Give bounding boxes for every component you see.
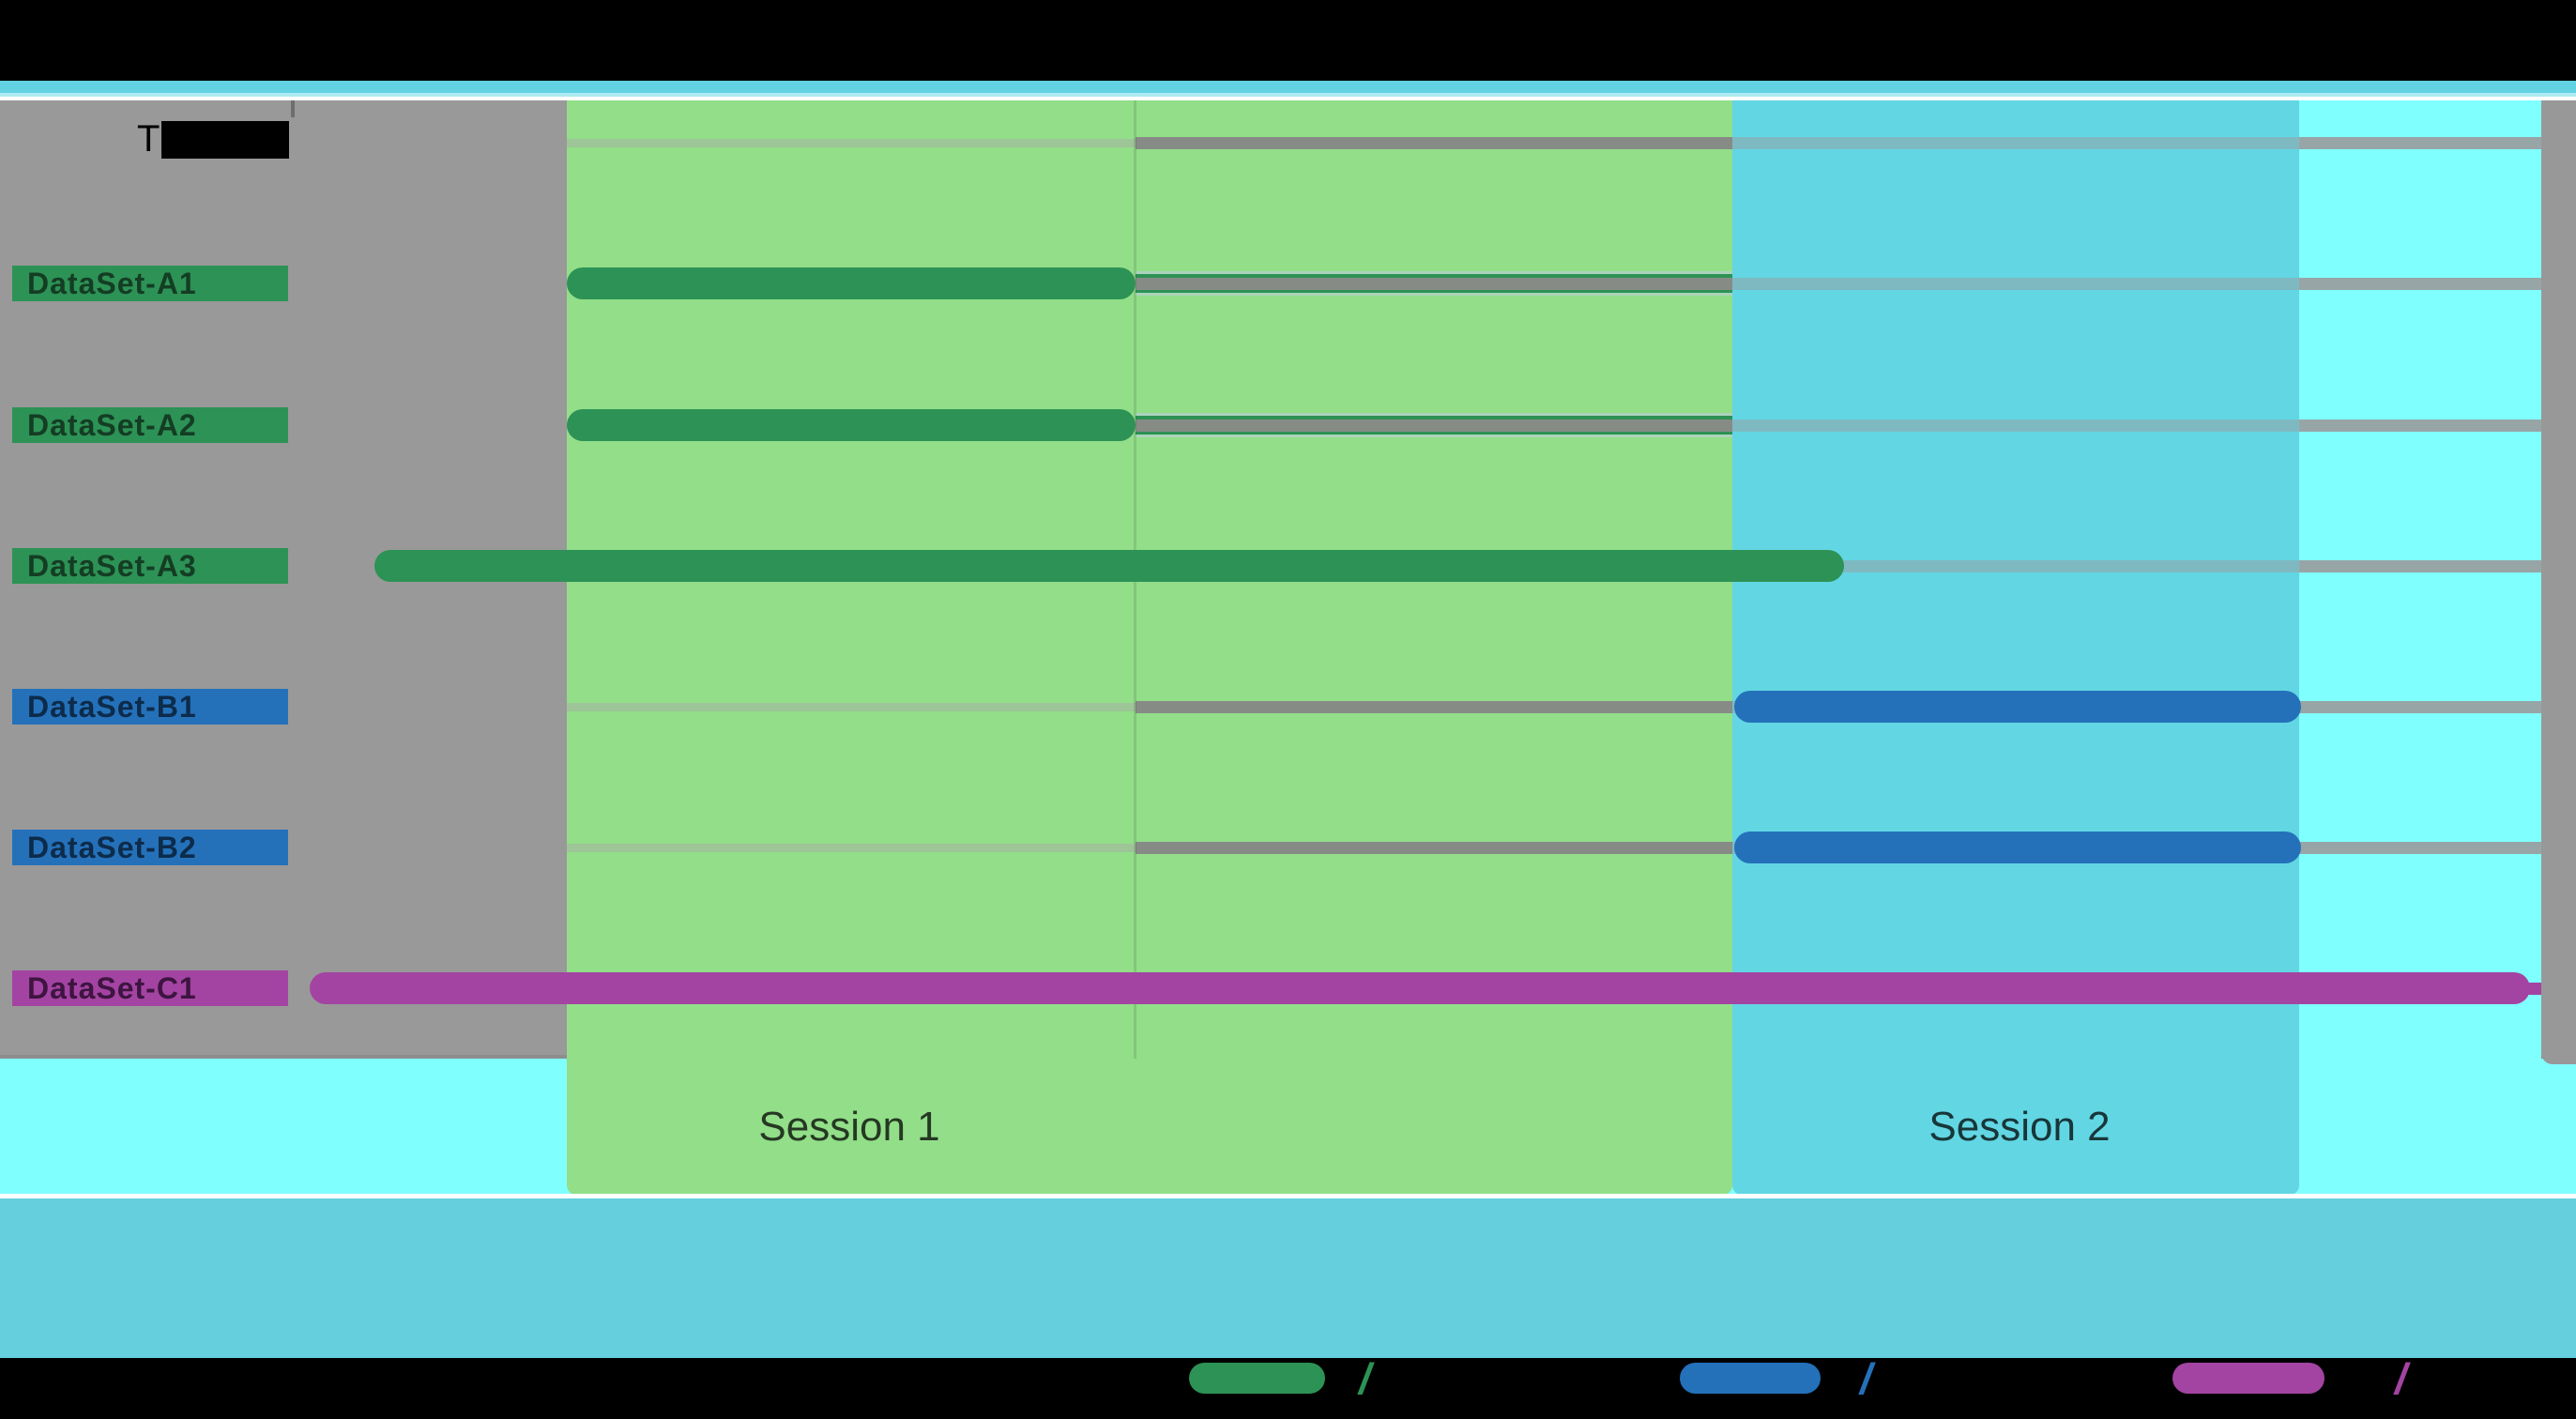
top-light-cyan-strip xyxy=(0,93,2576,97)
gridline-thick xyxy=(2299,842,2541,854)
post-session-band xyxy=(2299,100,2541,1195)
gridline-thick xyxy=(1732,137,2299,149)
dataset-c-series-swatch xyxy=(2172,1363,2324,1394)
gridline-thick xyxy=(1136,701,1732,713)
gridline-thick xyxy=(2299,137,2541,149)
gridline-thick xyxy=(2299,701,2541,713)
gridline-thin xyxy=(567,703,1136,711)
footer-separator-line xyxy=(0,1194,2576,1198)
dataset-b-series-separator: / xyxy=(1860,1354,1872,1403)
session1-label: Session 1 xyxy=(758,1104,940,1150)
row-pill-label: DataSet-C1 xyxy=(27,970,197,1005)
dataset-b-series-swatch xyxy=(1680,1363,1821,1394)
task-bar xyxy=(567,409,1136,441)
gridline-thick xyxy=(1136,278,1732,290)
dataset-c-series-separator: / xyxy=(2395,1354,2407,1403)
gridline-thick xyxy=(1136,137,1732,149)
row-pill-label: DataSet-A3 xyxy=(27,548,197,583)
gridline-thick xyxy=(2299,560,2541,572)
gridline-thin xyxy=(567,844,1136,852)
dataset-a-series-separator: / xyxy=(1359,1354,1371,1403)
axis-title-redaction-box xyxy=(161,121,289,159)
top-white-line xyxy=(0,97,2576,100)
top-black-bar xyxy=(0,0,2576,81)
task-bar xyxy=(1734,832,2301,863)
task-bar xyxy=(567,267,1136,299)
row-pill-label: DataSet-A1 xyxy=(27,266,197,300)
gridline-thick xyxy=(1136,842,1732,854)
gridline-thick xyxy=(1732,560,2299,572)
row-pill-label: DataSet-B1 xyxy=(27,689,197,724)
task-bar xyxy=(1734,691,2301,723)
gridline-thick xyxy=(1136,420,1732,432)
row-pill: DataSet-A1 xyxy=(12,266,288,301)
gridline-thick xyxy=(2299,278,2541,290)
top-cyan-strip xyxy=(0,81,2576,93)
gridline-thick xyxy=(2299,420,2541,432)
axis-title-partial: T xyxy=(137,118,160,160)
row-pill: DataSet-A3 xyxy=(12,548,288,584)
gridline-thick xyxy=(1732,278,2299,290)
row-pill: DataSet-B1 xyxy=(12,689,288,725)
task-bar xyxy=(310,972,2530,1004)
session1-band xyxy=(567,100,1732,1195)
session2-label: Session 2 xyxy=(1928,1104,2111,1150)
row-pill-label: DataSet-A2 xyxy=(27,407,197,442)
row-pill: DataSet-C1 xyxy=(12,970,288,1006)
task-bar xyxy=(374,550,1844,582)
gridline-thick xyxy=(1732,420,2299,432)
dataset-a-series-swatch xyxy=(1189,1363,1325,1394)
gridline-thin xyxy=(567,139,1136,147)
footer-cyan-block xyxy=(0,1198,2576,1358)
row-pill: DataSet-A2 xyxy=(12,407,288,443)
row-pill-label: DataSet-B2 xyxy=(27,830,197,864)
session2-band xyxy=(1732,100,2299,1195)
axis-tick xyxy=(291,100,295,117)
row-pill: DataSet-B2 xyxy=(12,830,288,865)
right-gray-column xyxy=(2541,100,2576,1064)
